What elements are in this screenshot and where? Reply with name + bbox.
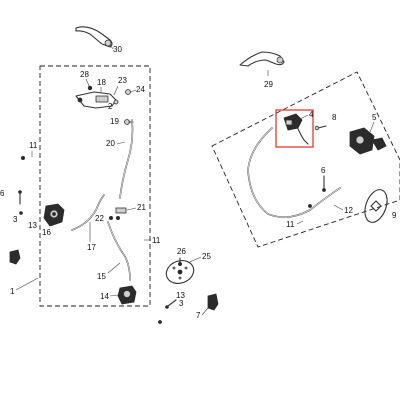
label-25: 25: [202, 252, 211, 261]
part-16-brake-caliper[interactable]: [43, 203, 65, 227]
part-26-bolt[interactable]: [177, 257, 182, 266]
label-17: 17: [87, 243, 96, 252]
label-8: 8: [332, 113, 337, 122]
part-29-lever[interactable]: [239, 51, 285, 67]
left-assembly-box: [39, 65, 151, 307]
label-28: 28: [80, 70, 89, 79]
part-24-bolt[interactable]: [125, 89, 131, 95]
part-15-brake-hose[interactable]: [107, 221, 131, 281]
part-23-bolt[interactable]: [113, 99, 119, 105]
part-8-bolt[interactable]: [314, 125, 327, 131]
part-30-lever[interactable]: [75, 26, 113, 48]
part-17-brake-hose[interactable]: [71, 194, 105, 231]
label-14: 14: [100, 292, 109, 301]
label-9: 9: [392, 211, 397, 220]
part-5-brake-caliper[interactable]: [349, 127, 387, 155]
label-1: 1: [10, 287, 15, 296]
label-24: 24: [136, 85, 145, 94]
label-29: 29: [264, 80, 273, 89]
label-11-right: 11: [286, 220, 295, 229]
part-2-bracket-left[interactable]: [9, 249, 21, 265]
part-6-pin-right[interactable]: [322, 175, 326, 192]
part-22-bolt[interactable]: [109, 215, 121, 220]
part-11-bolt-right[interactable]: [308, 204, 312, 208]
part-21-connector[interactable]: [115, 207, 127, 214]
label-11-middle: 11: [152, 236, 161, 245]
label-18: 18: [97, 78, 106, 87]
label-6-left: 6: [0, 189, 5, 198]
label-3-middle: 3: [179, 299, 184, 308]
right-assembly-box: [211, 71, 400, 248]
label-23: 23: [118, 76, 127, 85]
label-22: 22: [95, 214, 104, 223]
part-14-brake-caliper[interactable]: [117, 285, 137, 305]
label-2: 2: [108, 102, 113, 111]
label-16: 16: [42, 228, 51, 237]
label-12: 12: [344, 206, 353, 215]
label-13-left: 13: [28, 221, 37, 230]
label-26: 26: [177, 247, 186, 256]
part-20-brake-hose[interactable]: [119, 119, 134, 199]
label-4: 4: [309, 110, 314, 119]
part-12-brake-hose[interactable]: [247, 127, 341, 218]
part-9-brake-disc[interactable]: [361, 187, 391, 226]
part-4-highlight-frame: [275, 109, 314, 148]
label-11-left: 11: [29, 141, 38, 150]
part-3-screw-middle[interactable]: [158, 299, 177, 324]
label-20: 20: [106, 139, 115, 148]
label-19: 19: [110, 117, 119, 126]
label-30: 30: [113, 45, 122, 54]
label-15: 15: [97, 272, 106, 281]
part-6-pin-left[interactable]: [18, 155, 25, 205]
label-7: 7: [196, 311, 201, 320]
part-4-master-cylinder[interactable]: [283, 113, 309, 145]
part-25-brake-disc[interactable]: [163, 257, 197, 287]
label-6-right: 6: [321, 166, 326, 175]
part-7-bracket[interactable]: [207, 293, 219, 311]
part-28-screw[interactable]: [87, 85, 93, 91]
label-21: 21: [137, 203, 146, 212]
label-5: 5: [372, 113, 377, 122]
label-3-left: 3: [13, 215, 18, 224]
part-13-washer-left[interactable]: [19, 211, 23, 215]
label-13-middle: 13: [176, 291, 185, 300]
